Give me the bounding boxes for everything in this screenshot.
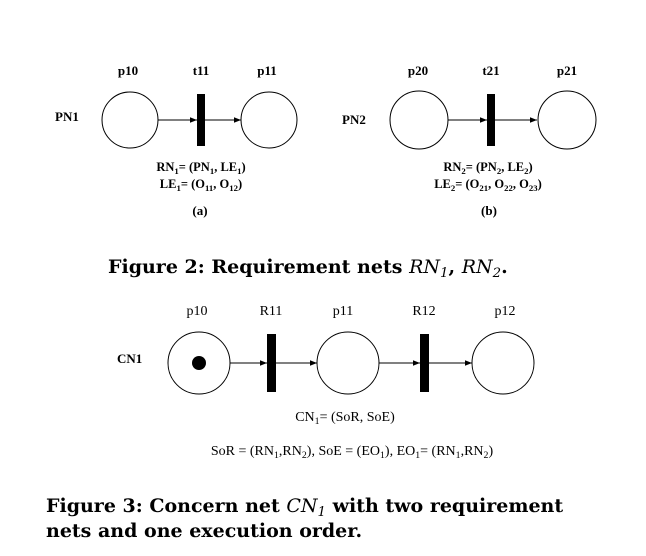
formula-cn1: CN1= (SoR, SoE) [295, 410, 395, 427]
transition-r11 [267, 334, 276, 392]
transition-label-t21: t21 [482, 63, 499, 78]
transition-t11 [197, 94, 205, 146]
place-label-p21: p21 [557, 63, 577, 78]
place-p10 [101, 91, 159, 149]
place-p21 [537, 90, 597, 150]
formula-rn2: RN2= (PN2, LE2) [443, 160, 532, 176]
place-p11 [240, 91, 298, 149]
formula-rn1: RN1= (PN1, LE1) [156, 160, 245, 176]
net-label-pn1: PN1 [55, 109, 79, 124]
place-p11 [316, 331, 380, 395]
token [192, 356, 206, 370]
formula-sor-soe: SoR = (RN1,RN2), SoE = (EO1), EO1= (RN1,… [211, 444, 494, 461]
place-label-p12: p12 [495, 304, 516, 319]
figure-2-caption: Figure 2: Requirement nets RN1, RN2. [108, 256, 508, 281]
net-label-cn1: CN1 [117, 351, 142, 366]
place-label-p11: p11 [257, 63, 277, 78]
transition-label-r11: R11 [260, 304, 283, 319]
figure-3-caption-line1: Figure 3: Concern net CN1 with two requi… [46, 495, 563, 520]
place-label-p10: p10 [118, 63, 138, 78]
place-p20 [389, 90, 449, 150]
concern-net: p10 R11 p11 R12 p12 CN1 CN1= (SoR, SoE) … [117, 304, 535, 461]
panel-label-a: (a) [192, 203, 207, 218]
transition-r12 [420, 334, 429, 392]
panel-label-b: (b) [481, 203, 497, 218]
place-label-p11: p11 [333, 304, 353, 319]
transition-label-r12: R12 [412, 304, 435, 319]
petri-net-b: p20 t21 p21 PN2 RN2= (PN2, LE2) LE2= (O2… [342, 63, 597, 218]
place-p12 [471, 331, 535, 395]
transition-t21 [487, 94, 495, 146]
net-label-pn2: PN2 [342, 112, 366, 127]
place-label-p20: p20 [408, 63, 428, 78]
petri-net-a: p10 t11 p11 PN1 RN1= (PN1, LE1) LE1= (O1… [55, 63, 298, 218]
figure-3-caption-line2: nets and one execution order. [46, 520, 362, 542]
formula-le1: LE1= (O11, O12) [160, 177, 242, 193]
place-label-p10: p10 [187, 304, 208, 319]
transition-label-t11: t11 [193, 63, 210, 78]
formula-le2: LE2= (O21, O22, O23) [434, 177, 542, 193]
